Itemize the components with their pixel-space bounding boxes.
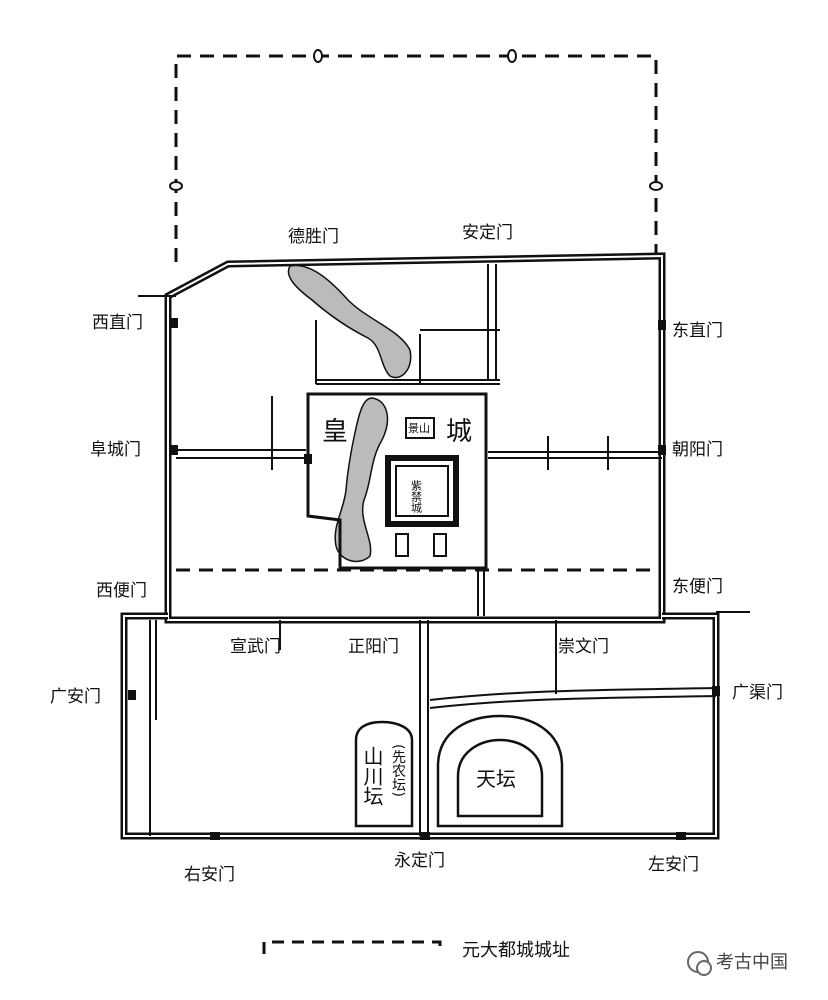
inner-city-wall <box>164 252 666 624</box>
temple-right <box>433 533 447 557</box>
yuan-wall-gates <box>169 49 663 191</box>
tiantan-label: 天坛 <box>476 767 516 791</box>
gate-label-zhengyang: 正阳门 <box>348 637 399 657</box>
forbidden-city <box>385 455 459 527</box>
imperial-city-label-2: 城 <box>446 417 472 447</box>
gate-label-yongding: 永定门 <box>394 851 445 871</box>
yuan-dadu-wall <box>174 54 658 572</box>
legend-dashed-symbol <box>262 940 442 954</box>
watermark-text: 考古中国 <box>716 952 788 973</box>
gate-label-anding: 安定门 <box>462 223 513 243</box>
gate-labels: 德胜门 安定门 西直门 东直门 阜城门 朝阳门 西便门 东便门 宣武门 正阳门 … <box>50 223 783 885</box>
gate-label-guangqu: 广渠门 <box>732 683 783 703</box>
gate-markers <box>128 318 720 840</box>
xiannong-label: (先农坛) <box>390 744 406 797</box>
jingshan-label: 景山 <box>408 422 430 435</box>
forbidden-city-label: 紫禁城 <box>410 480 423 513</box>
watermark: 考古中国 <box>687 951 788 976</box>
legend-label: 元大都城城址 <box>462 940 570 961</box>
jingshan-hill <box>405 417 435 439</box>
gate-label-zuoan: 左安门 <box>648 855 699 875</box>
gate-label-dongbian: 东便门 <box>672 577 723 597</box>
gate-label-xizhi: 西直门 <box>92 313 143 333</box>
shanchuan-altar <box>354 720 414 828</box>
gate-label-youan: 右安门 <box>184 865 235 885</box>
legend: 元大都城城址 <box>262 940 570 961</box>
streets <box>138 264 750 836</box>
temple-left <box>395 533 409 557</box>
gate-label-chongwen: 崇文门 <box>558 637 609 657</box>
gate-label-dongzhi: 东直门 <box>672 321 723 341</box>
gate-label-desheng: 德胜门 <box>288 227 339 247</box>
area-labels: 皇 城 景山 紫禁城 天坛 山川坛 (先农坛) <box>322 417 516 806</box>
gate-label-xibian: 西便门 <box>96 581 147 601</box>
imperial-city-wall <box>306 392 488 570</box>
lakes <box>287 264 412 563</box>
shanchuan-label: 山川坛 <box>360 746 384 806</box>
gate-label-xuanwu: 宣武门 <box>230 637 281 657</box>
imperial-city-label-1: 皇 <box>322 417 348 447</box>
gate-label-chaoyang: 朝阳门 <box>672 440 723 460</box>
tiantan-temple-of-heaven <box>436 714 564 828</box>
gate-label-fucheng: 阜城门 <box>90 440 141 460</box>
gate-label-guangan: 广安门 <box>50 687 101 707</box>
